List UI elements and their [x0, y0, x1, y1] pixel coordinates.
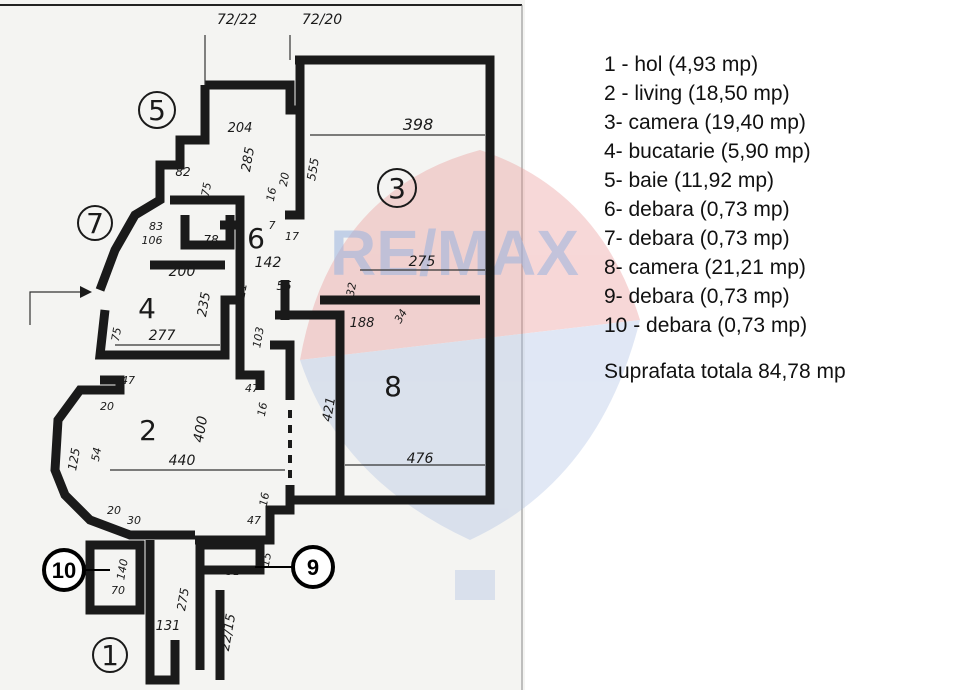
dimension-label: 30: [127, 514, 141, 527]
legend-item-9: 9- debara (0,73 mp): [604, 285, 790, 308]
dimension-label: 555: [304, 157, 322, 182]
room-8-label: 8: [384, 370, 402, 403]
dimension-label: 47: [121, 374, 135, 387]
legend-item-4: 4- bucatarie (5,90 mp): [604, 140, 811, 163]
dimension-label: 7: [269, 219, 276, 232]
marker-10-label: 10: [52, 558, 76, 583]
legend-item-3: 3- camera (19,40 mp): [604, 111, 806, 134]
dimension-label: 54: [89, 446, 104, 462]
dimension-label: 421: [320, 396, 339, 423]
total-area: Suprafata totala 84,78 mp: [604, 360, 846, 383]
legend-item-8: 8- camera (21,21 mp): [604, 256, 806, 279]
dimension-label: 400: [191, 415, 211, 444]
dimension-label: 131: [156, 619, 181, 634]
dimension-label: 16: [255, 401, 270, 417]
room-4-label: 4: [138, 292, 156, 325]
dimension-label: 70: [111, 584, 125, 597]
dimension-label: 17: [285, 230, 299, 243]
watermark-text: RE/MAX: [330, 217, 579, 289]
room-5-label: 5: [148, 94, 166, 127]
dimension-lines: [110, 35, 485, 471]
room-1-circle: [92, 637, 128, 673]
dimension-label: 78: [203, 233, 219, 247]
dimension-label: 200: [169, 264, 196, 280]
dimension-label: 75: [109, 326, 124, 342]
dimension-label: 15: [259, 551, 274, 567]
top-dimension: 72/20: [302, 12, 342, 28]
dimension-label: 34: [392, 307, 410, 326]
dimension-label: 321: [232, 282, 250, 307]
room-1-label: 1: [101, 639, 119, 672]
dimension-label: 51: [226, 565, 240, 578]
legend-item-6: 6- debara (0,73 mp): [604, 198, 790, 221]
room-7-label: 7: [86, 207, 104, 240]
dimension-label: 204: [228, 121, 253, 136]
legend-item-2: 2 - living (18,50 mp): [604, 82, 790, 105]
room-2-label: 2: [139, 414, 157, 447]
room-7-circle: [77, 205, 113, 241]
dimension-label: 188: [350, 316, 375, 331]
marker-9-label: 9: [307, 555, 319, 580]
room-3-circle: [377, 168, 417, 208]
dimension-label: 106: [142, 234, 163, 247]
dimension-label: 476: [407, 451, 434, 467]
room-legend: 1 - hol (4,93 mp) 2 - living (18,50 mp) …: [604, 50, 846, 386]
top-dimension: 72/22: [217, 12, 257, 28]
dimension-label: 47: [247, 514, 261, 527]
dimension-label: 125: [65, 447, 83, 472]
legend-item-10: 10 - debara (0,73 mp): [604, 314, 808, 337]
legend-item-7: 7- debara (0,73 mp): [604, 227, 790, 250]
dimension-label: 47: [245, 382, 259, 395]
dimension-label: 20: [100, 400, 114, 413]
legend-item-1: 1 - hol (4,93 mp): [604, 53, 759, 76]
dimension-label: 20: [277, 171, 292, 187]
dimension-label: 103: [250, 326, 266, 349]
dimension-label: 140: [114, 558, 130, 581]
dimension-label: 275: [409, 254, 436, 270]
dimension-label: 32: [344, 281, 359, 297]
room-5-circle: [138, 91, 176, 129]
dimension-label: 16: [257, 491, 272, 507]
dimension-label: 398: [403, 115, 434, 134]
dimension-label: 142: [255, 255, 282, 271]
dimension-label: 275: [174, 587, 192, 612]
walls: [29, 55, 495, 685]
dimension-label: 55: [276, 279, 291, 293]
highlighted-room-markers: 10 9: [42, 545, 335, 592]
dimension-label: 285: [239, 146, 258, 173]
dimension-label: 22/15: [218, 613, 239, 653]
room-3-label: 3: [388, 172, 406, 205]
dimension-label: 440: [169, 453, 196, 469]
dimension-label: 16: [264, 186, 279, 202]
dimension-label: 82: [175, 165, 190, 179]
dimension-label: 75: [199, 181, 214, 197]
dimension-label: 235: [195, 291, 214, 318]
dimension-label: 83: [149, 220, 163, 233]
dimension-label: 277: [149, 328, 176, 344]
room-6-label: 6: [247, 222, 265, 255]
legend-item-5: 5- baie (11,92 mp): [604, 169, 775, 192]
dimension-label: 20: [107, 504, 121, 517]
